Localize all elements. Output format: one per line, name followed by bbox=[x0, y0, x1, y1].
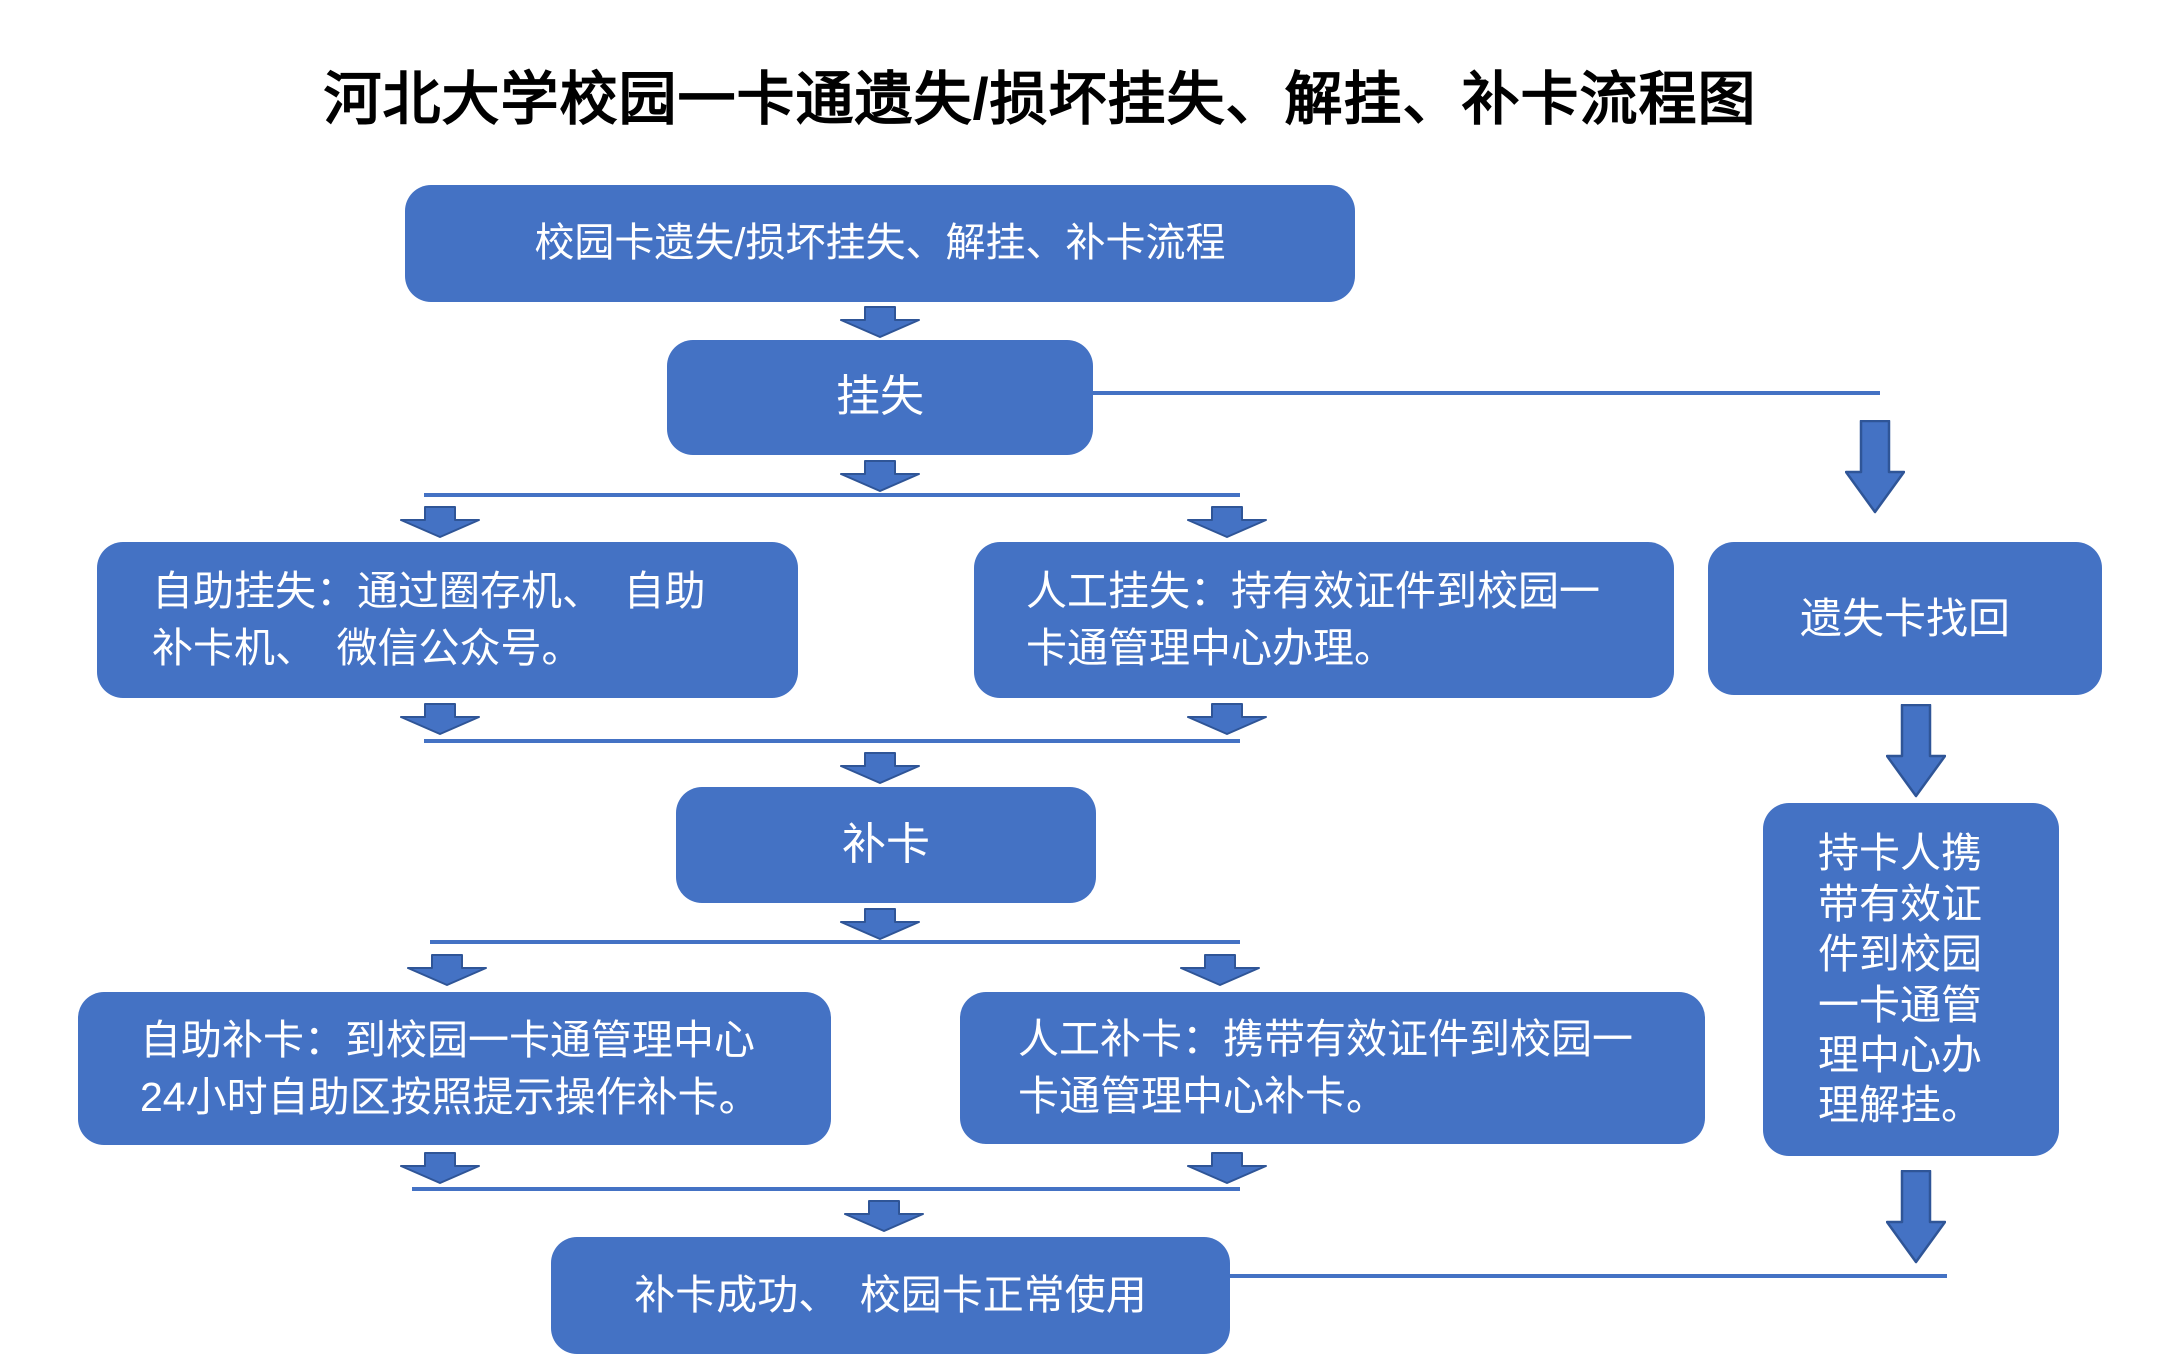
node-unreport-loss: 持卡人携带有效证件到校园一卡通管理中心办理解挂。 bbox=[1763, 803, 2059, 1156]
down-arrow-icon bbox=[1187, 506, 1267, 538]
node-process-overview-label: 校园卡遗失/损坏挂失、解挂、补卡流程 bbox=[534, 220, 1226, 265]
node-self-replace-card-label: 自助补卡：到校园一卡通管理中心24小时自助区按照提示操作补卡。 bbox=[140, 1016, 760, 1120]
down-arrow-icon bbox=[844, 1200, 924, 1232]
connector-reportloss-to-foundcard bbox=[1093, 391, 1880, 395]
down-arrow-icon bbox=[840, 908, 920, 940]
down-arrow-icon bbox=[400, 506, 480, 538]
node-unreport-loss-label: 持卡人携带有效证件到校园一卡通管理中心办理解挂。 bbox=[1818, 830, 1982, 1129]
node-success: 补卡成功、 校园卡正常使用 bbox=[551, 1237, 1230, 1354]
node-report-loss-label: 挂失 bbox=[836, 372, 924, 422]
connector-merge-reportloss bbox=[424, 739, 1240, 743]
node-success-label: 补卡成功、 校园卡正常使用 bbox=[634, 1272, 1147, 1319]
down-arrow-icon bbox=[400, 703, 480, 735]
down-arrow-icon bbox=[407, 954, 487, 986]
node-self-report-loss-label: 自助挂失：通过圈存机、 自助补卡机、 微信公众号。 bbox=[152, 568, 706, 671]
node-replace-card-label: 补卡 bbox=[842, 819, 930, 869]
node-lost-card-found: 遗失卡找回 bbox=[1708, 542, 2102, 695]
big-down-arrow-icon bbox=[1886, 1170, 1946, 1264]
node-report-loss: 挂失 bbox=[667, 340, 1093, 455]
down-arrow-icon bbox=[400, 1152, 480, 1184]
node-process-overview: 校园卡遗失/损坏挂失、解挂、补卡流程 bbox=[405, 185, 1355, 302]
down-arrow-icon bbox=[1180, 954, 1260, 986]
node-manual-report-loss: 人工挂失：持有效证件到校园一卡通管理中心办理。 bbox=[974, 542, 1674, 698]
connector-merge-replacecard bbox=[412, 1187, 1240, 1191]
node-self-replace-card: 自助补卡：到校园一卡通管理中心24小时自助区按照提示操作补卡。 bbox=[78, 992, 831, 1145]
node-lost-card-found-label: 遗失卡找回 bbox=[1799, 594, 2010, 642]
node-manual-report-loss-label: 人工挂失：持有效证件到校园一卡通管理中心办理。 bbox=[1026, 568, 1600, 671]
connector-success-to-unreport bbox=[1230, 1274, 1947, 1278]
node-manual-replace-card: 人工补卡：携带有效证件到校园一卡通管理中心补卡。 bbox=[960, 992, 1705, 1144]
connector-split-replacecard bbox=[430, 940, 1240, 944]
down-arrow-icon bbox=[1187, 703, 1267, 735]
node-replace-card: 补卡 bbox=[676, 787, 1096, 903]
page-title: 河北大学校园一卡通遗失/损坏挂失、解挂、补卡流程图 bbox=[323, 67, 1757, 132]
node-manual-replace-card-label: 人工补卡：携带有效证件到校园一卡通管理中心补卡。 bbox=[1018, 1016, 1633, 1119]
big-down-arrow-icon bbox=[1845, 420, 1905, 514]
down-arrow-icon bbox=[840, 460, 920, 492]
node-self-report-loss: 自助挂失：通过圈存机、 自助补卡机、 微信公众号。 bbox=[97, 542, 798, 698]
down-arrow-icon bbox=[840, 752, 920, 784]
connector-split-reportloss bbox=[424, 493, 1240, 497]
big-down-arrow-icon bbox=[1886, 704, 1946, 798]
down-arrow-icon bbox=[1187, 1152, 1267, 1184]
down-arrow-icon bbox=[840, 306, 920, 338]
